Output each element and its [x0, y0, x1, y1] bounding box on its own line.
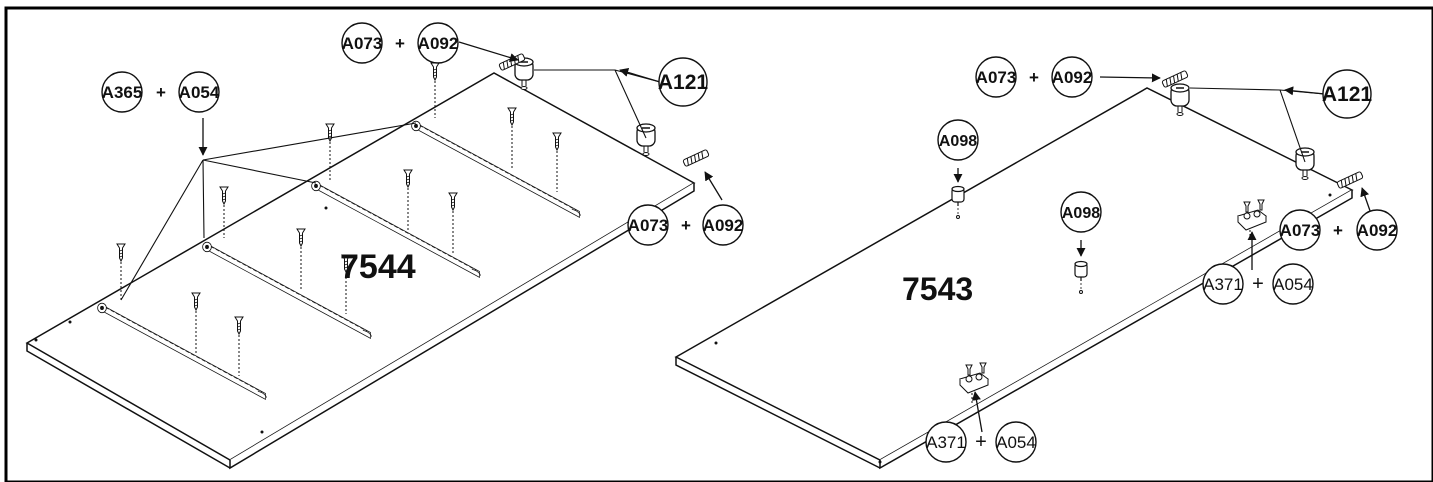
svg-text:A092: A092 — [1357, 221, 1398, 240]
svg-text:+: + — [1029, 68, 1039, 87]
callout-a098-lower: A098 — [1060, 191, 1102, 233]
panel-number-7544: 7544 — [340, 248, 416, 286]
callout-a073-a092-top-left: A073 + A092 — [341, 22, 459, 64]
svg-text:+: + — [1252, 273, 1264, 295]
svg-text:A054: A054 — [179, 83, 220, 102]
svg-text:A092: A092 — [1052, 68, 1093, 87]
svg-text:+: + — [395, 34, 405, 53]
callout-a073-a092-top-right: A073 + A092 — [975, 56, 1093, 98]
callout-a098-upper: A098 — [937, 119, 979, 161]
callout-a371-a054-bottom: A371 + A054 — [925, 421, 1037, 463]
svg-text:A365: A365 — [102, 83, 143, 102]
cam-lock — [636, 123, 656, 157]
panel-7543: 7543 — [674, 69, 1376, 470]
panel-number-7543: 7543 — [902, 271, 973, 307]
callout-a073-a092-bottom-right: A073 + A092 — [1279, 209, 1398, 251]
svg-text:+: + — [975, 431, 987, 453]
svg-text:A073: A073 — [976, 68, 1017, 87]
dowel — [1336, 170, 1364, 190]
callout-a365-a054: A365 + A054 — [101, 71, 220, 113]
screws-left — [116, 62, 562, 376]
callout-a121-right: A121 — [1322, 69, 1373, 119]
svg-text:A371: A371 — [926, 433, 966, 452]
svg-text:A098: A098 — [939, 133, 977, 150]
callout-a073-a092-bottom-left: A073 + A092 — [627, 204, 744, 246]
svg-text:A098: A098 — [1062, 205, 1100, 222]
svg-text:A054: A054 — [1273, 275, 1313, 294]
svg-text:+: + — [681, 216, 691, 235]
svg-text:A371: A371 — [1203, 275, 1243, 294]
svg-text:A073: A073 — [628, 216, 669, 235]
svg-text:A092: A092 — [418, 34, 459, 53]
svg-text:A121: A121 — [658, 71, 709, 94]
svg-text:A054: A054 — [996, 433, 1036, 452]
svg-text:+: + — [156, 83, 166, 102]
svg-text:A121: A121 — [1322, 83, 1373, 106]
svg-text:+: + — [1333, 221, 1343, 240]
svg-text:A073: A073 — [342, 34, 383, 53]
svg-text:A092: A092 — [703, 216, 744, 235]
panel-7544: 7544 — [25, 41, 723, 470]
callout-a371-a054-right: A371 + A054 — [1202, 263, 1314, 305]
dowel — [682, 148, 710, 168]
frame-border — [4, 6, 1433, 482]
svg-text:A073: A073 — [1280, 221, 1321, 240]
callout-a121-left: A121 — [658, 57, 709, 107]
